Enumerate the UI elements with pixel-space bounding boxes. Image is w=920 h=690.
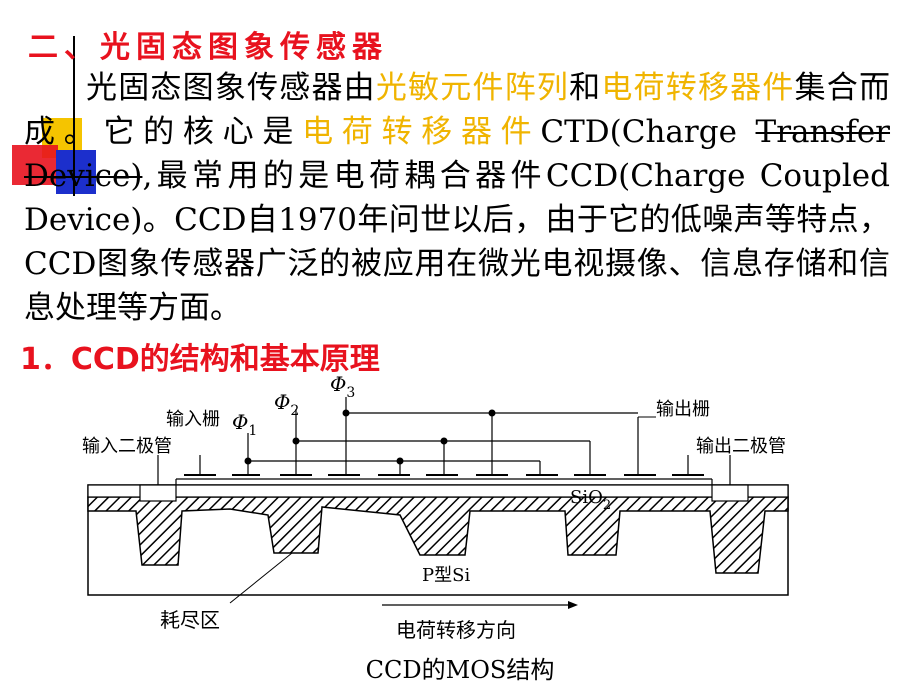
transfer-arrow-head — [568, 601, 578, 609]
para-highlight-2: 电荷转移器件 — [601, 70, 795, 106]
para-text-3: 集合而成。它的核心是 — [24, 70, 891, 150]
output-diode-label: 输出二极管 — [696, 436, 786, 457]
phi1-label: Φ1 — [232, 410, 257, 439]
input-gate-label: 输入栅 — [166, 409, 220, 430]
para-text-5: ,最常用的是电荷耦合器件CCD(Charge Coupled Device)。C… — [24, 158, 890, 326]
output-diode-notch — [711, 484, 749, 502]
depletion-label: 耗尽区 — [160, 608, 220, 632]
depletion-band — [87, 496, 789, 574]
oxide-label: SiO2 — [570, 487, 611, 513]
para-text-4: CTD(Charge — [540, 114, 756, 150]
phi2-label: Φ2 — [274, 390, 299, 419]
depletion-leader — [229, 552, 293, 604]
para-highlight-1: 光敏元件阵列 — [375, 70, 570, 106]
decoration-blue-square — [56, 150, 96, 194]
phi3-label: Φ3 — [330, 375, 355, 401]
decoration-vertical-line — [73, 36, 75, 196]
para-highlight-3: 电荷转移器件 — [302, 114, 541, 150]
substrate-label: P型Si — [422, 565, 470, 586]
decoration-red-square — [12, 145, 58, 185]
ccd-mos-diagram: Φ1 Φ2 Φ3 输入栅 输入二极管 输出栅 输出二极管 SiO2 P型Si 耗… — [82, 375, 789, 642]
clock-buses — [247, 397, 638, 462]
para-text-strike: Transfer Device) — [24, 114, 891, 194]
intro-paragraph: 光固态图象传感器由光敏元件阵列和电荷转移器件集合而成。它的核心是电荷转移器件CT… — [24, 66, 890, 330]
para-text-1: 光固态图象传感器由 — [86, 70, 376, 106]
bus-junction-dots — [244, 409, 496, 465]
section-title: 1．CCD的结构和基本原理 — [20, 342, 380, 377]
input-diode-notch — [139, 484, 177, 502]
page-heading: 二、光固态图象传感器 — [28, 30, 388, 65]
output-gate-label: 输出栅 — [656, 399, 710, 420]
figure-caption: CCD的MOS结构 — [365, 656, 555, 684]
transfer-direction-label: 电荷转移方向 — [396, 618, 516, 642]
para-text-2: 和 — [569, 70, 602, 106]
oxide-layer — [87, 484, 789, 498]
input-diode-label: 输入二极管 — [82, 436, 172, 457]
